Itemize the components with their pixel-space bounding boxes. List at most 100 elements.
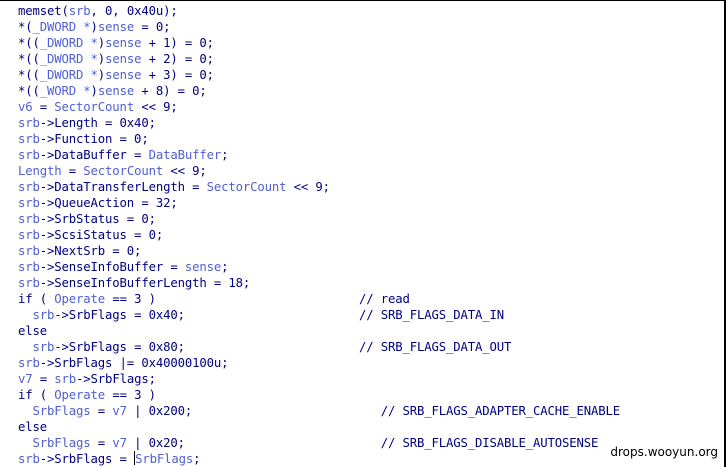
- code-text: ->SrbStatus = 0;: [39, 212, 156, 226]
- code-identifier: srb: [68, 4, 91, 18]
- code-text: ;: [221, 260, 229, 274]
- code-identifier: SrbFlags: [135, 452, 194, 466]
- code-identifier: v7: [18, 372, 33, 386]
- code-text: + 1) = 0;: [141, 36, 214, 50]
- code-line[interactable]: srb->SrbStatus = 0;: [18, 211, 718, 227]
- code-line[interactable]: *((_WORD *)sense + 8) = 0;: [18, 83, 718, 99]
- code-comment: // read: [358, 292, 410, 306]
- code-identifier: srb: [18, 180, 40, 194]
- code-identifier: srb: [32, 340, 55, 354]
- code-text: *((: [18, 84, 40, 98]
- code-text: ->Function = 0;: [39, 132, 149, 146]
- code-line[interactable]: srb->SrbFlags |= 0x40000100u;: [18, 355, 718, 371]
- code-line[interactable]: else: [18, 419, 718, 435]
- code-line[interactable]: SrbFlags = v7 | 0x200; // SRB_FLAGS_ADAP…: [18, 403, 718, 419]
- code-line[interactable]: memset(srb, 0, 0x40u);: [18, 3, 718, 19]
- code-text: =: [90, 404, 113, 418]
- code-text: *((: [18, 52, 40, 66]
- code-text: =: [32, 100, 55, 114]
- code-line[interactable]: srb->DataBuffer = DataBuffer;: [18, 147, 718, 163]
- code-identifier: Operate: [54, 388, 106, 402]
- code-identifier: srb: [32, 308, 55, 322]
- code-text: + 8) = 0;: [134, 84, 207, 98]
- code-text: << 9;: [286, 180, 330, 194]
- code-line[interactable]: *((_DWORD *)sense + 3) = 0;: [18, 67, 718, 83]
- code-line[interactable]: srb->DataTransferLength = SectorCount <<…: [18, 179, 718, 195]
- code-text: *((: [18, 36, 40, 50]
- code-identifier: v6: [18, 100, 33, 114]
- code-text: ->DataBuffer =: [39, 148, 149, 162]
- code-line[interactable]: srb->Length = 0x40;: [18, 115, 718, 131]
- code-identifier: srb: [18, 228, 40, 242]
- code-identifier: SectorCount: [83, 164, 164, 178]
- code-identifier: v7: [112, 404, 127, 418]
- code-text: ->SrbFlags |= 0x40000100u;: [39, 356, 229, 370]
- code-comment: // SRB_FLAGS_DATA_OUT: [358, 340, 512, 354]
- code-identifier: sense: [97, 84, 135, 98]
- code-identifier: _DWORD *: [32, 20, 91, 34]
- code-text: [18, 340, 33, 354]
- code-line[interactable]: if ( Operate == 3 ) // read: [18, 291, 718, 307]
- code-text: ->ScsiStatus = 0;: [39, 228, 164, 242]
- code-line[interactable]: srb->ScsiStatus = 0;: [18, 227, 718, 243]
- code-identifier: v7: [112, 436, 127, 450]
- code-identifier: srb: [18, 132, 40, 146]
- watermark: drops.wooyun.org: [606, 443, 722, 461]
- code-line[interactable]: srb->SrbFlags = SrbFlags;: [18, 451, 718, 467]
- code-text: if (: [18, 292, 55, 306]
- code-text: ): [97, 68, 106, 82]
- code-line[interactable]: srb->SrbFlags = 0x40; // SRB_FLAGS_DATA_…: [18, 307, 718, 323]
- code-text: =: [90, 436, 113, 450]
- code-identifier: sense: [184, 260, 222, 274]
- code-text: else: [18, 324, 48, 338]
- code-line[interactable]: v6 = SectorCount << 9;: [18, 99, 718, 115]
- code-identifier: Length: [18, 164, 62, 178]
- code-text: =: [32, 372, 55, 386]
- code-line[interactable]: SrbFlags = v7 | 0x20; // SRB_FLAGS_DISAB…: [18, 435, 718, 451]
- code-identifier: Operate: [54, 292, 106, 306]
- code-identifier: SrbFlags: [32, 404, 91, 418]
- code-text: == 3 ): [105, 388, 156, 402]
- code-text: if (: [18, 388, 55, 402]
- code-text: [18, 308, 33, 322]
- code-line[interactable]: srb->SrbFlags = 0x80; // SRB_FLAGS_DATA_…: [18, 339, 718, 355]
- code-identifier: srb: [18, 148, 40, 162]
- code-identifier: sense: [105, 68, 142, 82]
- code-line[interactable]: *((_DWORD *)sense + 2) = 0;: [18, 51, 718, 67]
- code-identifier: srb: [18, 116, 40, 130]
- code-text: memset(: [18, 4, 69, 18]
- code-line[interactable]: v7 = srb->SrbFlags;: [18, 371, 718, 387]
- code-text: ): [97, 52, 106, 66]
- code-comment: // SRB_FLAGS_DATA_IN: [358, 308, 505, 322]
- code-identifier: _DWORD *: [39, 68, 98, 82]
- code-line[interactable]: srb->SenseInfoBuffer = sense;: [18, 259, 718, 275]
- code-text: ): [90, 84, 98, 98]
- code-text: ;: [221, 148, 229, 162]
- code-identifier: srb: [18, 212, 40, 226]
- code-line[interactable]: *(_DWORD *)sense = 0;: [18, 19, 718, 35]
- code-line[interactable]: srb->QueueAction = 32;: [18, 195, 718, 211]
- code-text: + 3) = 0;: [141, 68, 214, 82]
- code-identifier: sense: [97, 20, 135, 34]
- code-line[interactable]: Length = SectorCount << 9;: [18, 163, 718, 179]
- code-text: ->Length = 0x40;: [39, 116, 156, 130]
- code-line[interactable]: srb->NextSrb = 0;: [18, 243, 718, 259]
- code-line[interactable]: *((_DWORD *)sense + 1) = 0;: [18, 35, 718, 51]
- code-identifier: DataBuffer: [148, 148, 222, 162]
- code-text: ->SrbFlags = 0x80;: [54, 340, 359, 354]
- code-text: == 3 ): [105, 292, 359, 306]
- code-identifier: srb: [18, 196, 40, 210]
- code-text: =: [61, 164, 84, 178]
- code-identifier: srb: [18, 452, 40, 466]
- code-text: *(: [18, 20, 33, 34]
- code-text: | 0x20;: [126, 436, 381, 450]
- code-text: ->NextSrb = 0;: [39, 244, 142, 258]
- code-identifier: SrbFlags: [32, 436, 91, 450]
- code-line[interactable]: if ( Operate == 3 ): [18, 387, 718, 403]
- code-line[interactable]: srb->Function = 0;: [18, 131, 718, 147]
- code-identifier: srb: [18, 356, 40, 370]
- code-line[interactable]: else: [18, 323, 718, 339]
- code-listing[interactable]: memset(srb, 0, 0x40u);*(_DWORD *)sense =…: [18, 3, 718, 467]
- code-line[interactable]: srb->SenseInfoBufferLength = 18;: [18, 275, 718, 291]
